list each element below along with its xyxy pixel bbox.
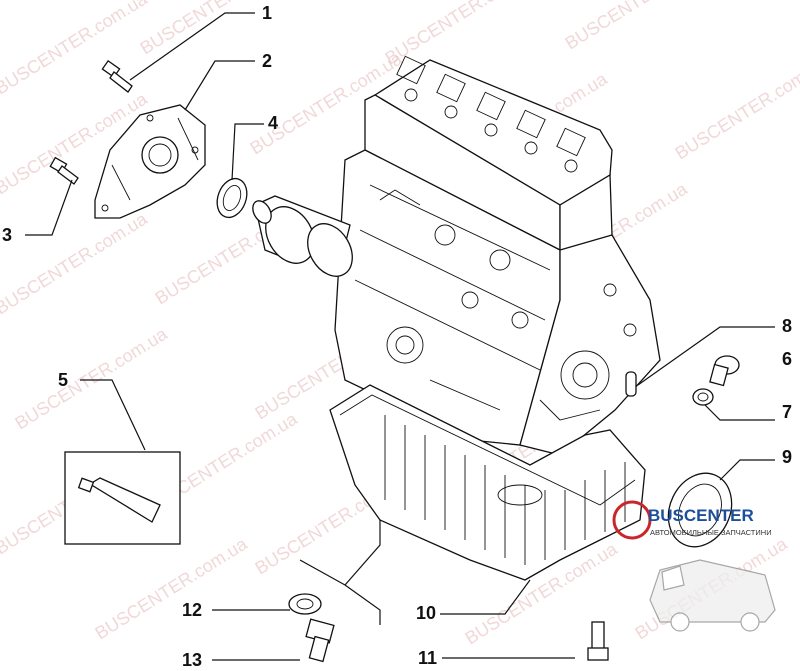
sealant-tube-part (64, 451, 181, 545)
callout-5: 5 (58, 370, 68, 390)
rear-crankshaft-cover-part (94, 104, 206, 219)
callout-4: 4 (268, 113, 278, 133)
watermark: BUSCENTER.com.ua (12, 323, 172, 433)
watermark: BUSCENTER.com.ua (672, 53, 800, 163)
watermark: BUSCENTER.com.ua (92, 533, 252, 643)
leader-4 (231, 123, 264, 181)
callout-11: 11 (418, 648, 437, 668)
leader-lines (25, 12, 775, 661)
leader-pan-ref-2 (299, 559, 346, 586)
front-oil-seal-part-9 (667, 472, 733, 548)
drain-plug-part-13 (305, 618, 335, 663)
leader-9 (719, 459, 775, 481)
leader-8 (637, 326, 775, 386)
gasket-part-12 (288, 593, 322, 615)
plug-part-6 (709, 355, 740, 387)
watermark: BUSCENTER.com.ua (0, 208, 151, 318)
callout-3: 3 (2, 225, 12, 245)
bolt-part-11 (587, 621, 609, 661)
callout-13: 13 (182, 650, 202, 670)
callout-8: 8 (782, 316, 792, 336)
logo-mark (612, 500, 652, 540)
callout-2: 2 (262, 51, 272, 71)
leader-2 (184, 60, 255, 111)
logo-name: BUSCENTER (648, 506, 754, 525)
leader-5 (80, 379, 146, 451)
callout-numbers: 1 2 3 4 5 6 7 8 9 10 11 12 13 (2, 3, 792, 670)
callout-7: 7 (782, 402, 792, 422)
callout-9: 9 (782, 447, 792, 467)
oil-pan-part (329, 384, 646, 581)
leader-7 (704, 404, 775, 421)
leader-10 (440, 579, 531, 615)
van-icon (649, 559, 776, 632)
washer-part-7 (692, 388, 714, 406)
callout-6: 6 (782, 349, 792, 369)
engine-block (252, 55, 661, 456)
callout-10: 10 (416, 603, 436, 623)
watermark: BUSCENTER.com.ua (137, 0, 297, 58)
leader-pan-ref (344, 520, 381, 625)
dowel-pin-part-8 (625, 371, 637, 397)
watermark: BUSCENTER.com.ua (562, 0, 722, 53)
logo-tagline: АВТОМОБИЛЬНЫЕ ЗАПЧАСТИНИ (650, 528, 772, 537)
leader-3 (25, 179, 73, 236)
buscenter-logo: BUSCENTER АВТОМОБИЛЬНЫЕ ЗАПЧАСТИНИ (612, 500, 776, 632)
bolt-part-3 (49, 156, 79, 185)
callout-12: 12 (182, 600, 202, 620)
oil-seal-part-4 (216, 177, 248, 219)
watermark: BUSCENTER.com.ua (382, 0, 542, 68)
leader-1 (129, 12, 255, 81)
callout-1: 1 (262, 3, 272, 23)
bolt-part-1 (101, 59, 133, 93)
